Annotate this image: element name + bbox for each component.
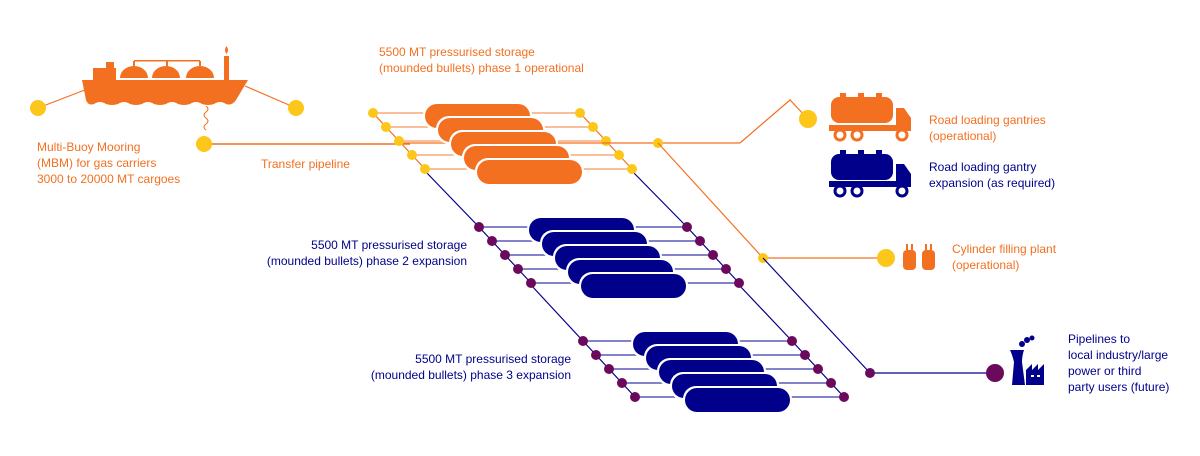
pipelines-label-line: power or third (1068, 364, 1142, 378)
diagonal-pipe (530, 284, 584, 342)
pipelines-label-line: local industry/large (1068, 348, 1169, 362)
buoy-transfer (196, 136, 212, 152)
phase2-node (695, 236, 705, 246)
cylinder-label-line: (operational) (952, 258, 1020, 272)
phase3-node (826, 378, 836, 388)
road-op-label-line: (operational) (929, 129, 997, 143)
phase1-node (601, 136, 611, 146)
cylinder-label: Cylinder filling plant (operational) (952, 241, 1056, 273)
pipelines-label-line: Pipelines to (1068, 332, 1131, 346)
phase2-node (500, 250, 510, 260)
pipelines-label-line: party users (future) (1068, 380, 1170, 394)
mooring-label: Multi-Buoy Mooring (MBM) for gas carrier… (37, 139, 180, 187)
phase3-node (578, 336, 588, 346)
phase1-node (407, 150, 417, 160)
factory-icon (1010, 335, 1044, 385)
road-exp-label-line: Road loading gantry (929, 160, 1037, 174)
industry-node (986, 364, 1004, 382)
phase3-node (787, 336, 797, 346)
mooring-label-line: 3000 to 20000 MT cargoes (37, 172, 181, 186)
pipelines-label: Pipelines to local industry/large power … (1068, 331, 1169, 395)
phase2-label-line: 5500 MT pressurised storage (311, 238, 467, 252)
phase1-node (575, 108, 585, 118)
hose-line (203, 105, 209, 131)
phase2-node (708, 250, 718, 260)
road-tanker-operational-icon (829, 93, 911, 142)
phase3-node (630, 392, 640, 402)
buoy-left (30, 100, 46, 116)
phase1-node (381, 122, 391, 132)
phase3-node (591, 350, 601, 360)
phase3-storage-bullet (685, 388, 790, 412)
phase2-node (513, 264, 523, 274)
phase1-storage-bullet (477, 160, 582, 184)
road-op-label-line: Road loading gantries (929, 113, 1046, 127)
pipe-to-cylinder (657, 142, 764, 259)
phase1-node (627, 164, 637, 174)
phase2-label: 5500 MT pressurised storage (mounded bul… (267, 237, 467, 269)
phase2-node (734, 278, 744, 288)
gas-carrier-ship-icon (82, 46, 248, 105)
diagonal-pipe (424, 170, 480, 228)
phase1-label-line: 5500 MT pressurised storage (379, 45, 535, 59)
phase1-label-line: (mounded bullets) phase 1 operational (379, 61, 584, 75)
phase2-node (682, 222, 692, 232)
mooring-label-line: (MBM) for gas carriers (37, 156, 157, 170)
pipe-to-industry (762, 257, 871, 374)
gas-cylinder-icon (903, 244, 935, 270)
cylinder-node (877, 249, 895, 267)
phase3-node (800, 350, 810, 360)
phase2-node (526, 278, 536, 288)
mooring-label-line: Multi-Buoy Mooring (37, 140, 141, 154)
transfer-pipeline-label: Transfer pipeline (261, 157, 350, 171)
pipe-to-road-peak (739, 99, 809, 144)
diagonal-pipe (631, 170, 688, 228)
phase1-label: 5500 MT pressurised storage (mounded bul… (379, 44, 584, 76)
phase1-node (368, 108, 378, 118)
road-gantry-node (799, 110, 817, 128)
phase3-node (617, 378, 627, 388)
phase3-label-line: (mounded bullets) phase 3 expansion (370, 368, 571, 382)
phase2-node (474, 222, 484, 232)
phase1-node (614, 150, 624, 160)
buoy-right (288, 100, 304, 116)
phase2-storage-bullet (581, 274, 686, 298)
mooring-line-left (37, 87, 91, 109)
phase2-node (487, 236, 497, 246)
cylinder-label-line: Cylinder filling plant (952, 242, 1057, 256)
phase2-label-line: (mounded bullets) phase 2 expansion (266, 254, 467, 268)
phase3-node (813, 364, 823, 374)
road-operational-label: Road loading gantries (operational) (929, 112, 1046, 144)
road-exp-label-line: expansion (as required) (929, 176, 1056, 190)
mooring-line-right (244, 85, 297, 109)
phase1-node (394, 136, 404, 146)
phase3-node (839, 392, 849, 402)
industry-junction (865, 368, 875, 378)
phase2-node (721, 264, 731, 274)
phase3-label-line: 5500 MT pressurised storage (415, 352, 571, 366)
phase1-node (588, 122, 598, 132)
phase3-label: 5500 MT pressurised storage (mounded bul… (371, 351, 571, 383)
phase1-node (420, 164, 430, 174)
diagonal-pipe (738, 284, 793, 342)
road-tanker-expansion-icon (829, 150, 911, 198)
phase3-node (604, 364, 614, 374)
road-expansion-label: Road loading gantry expansion (as requir… (929, 159, 1055, 191)
